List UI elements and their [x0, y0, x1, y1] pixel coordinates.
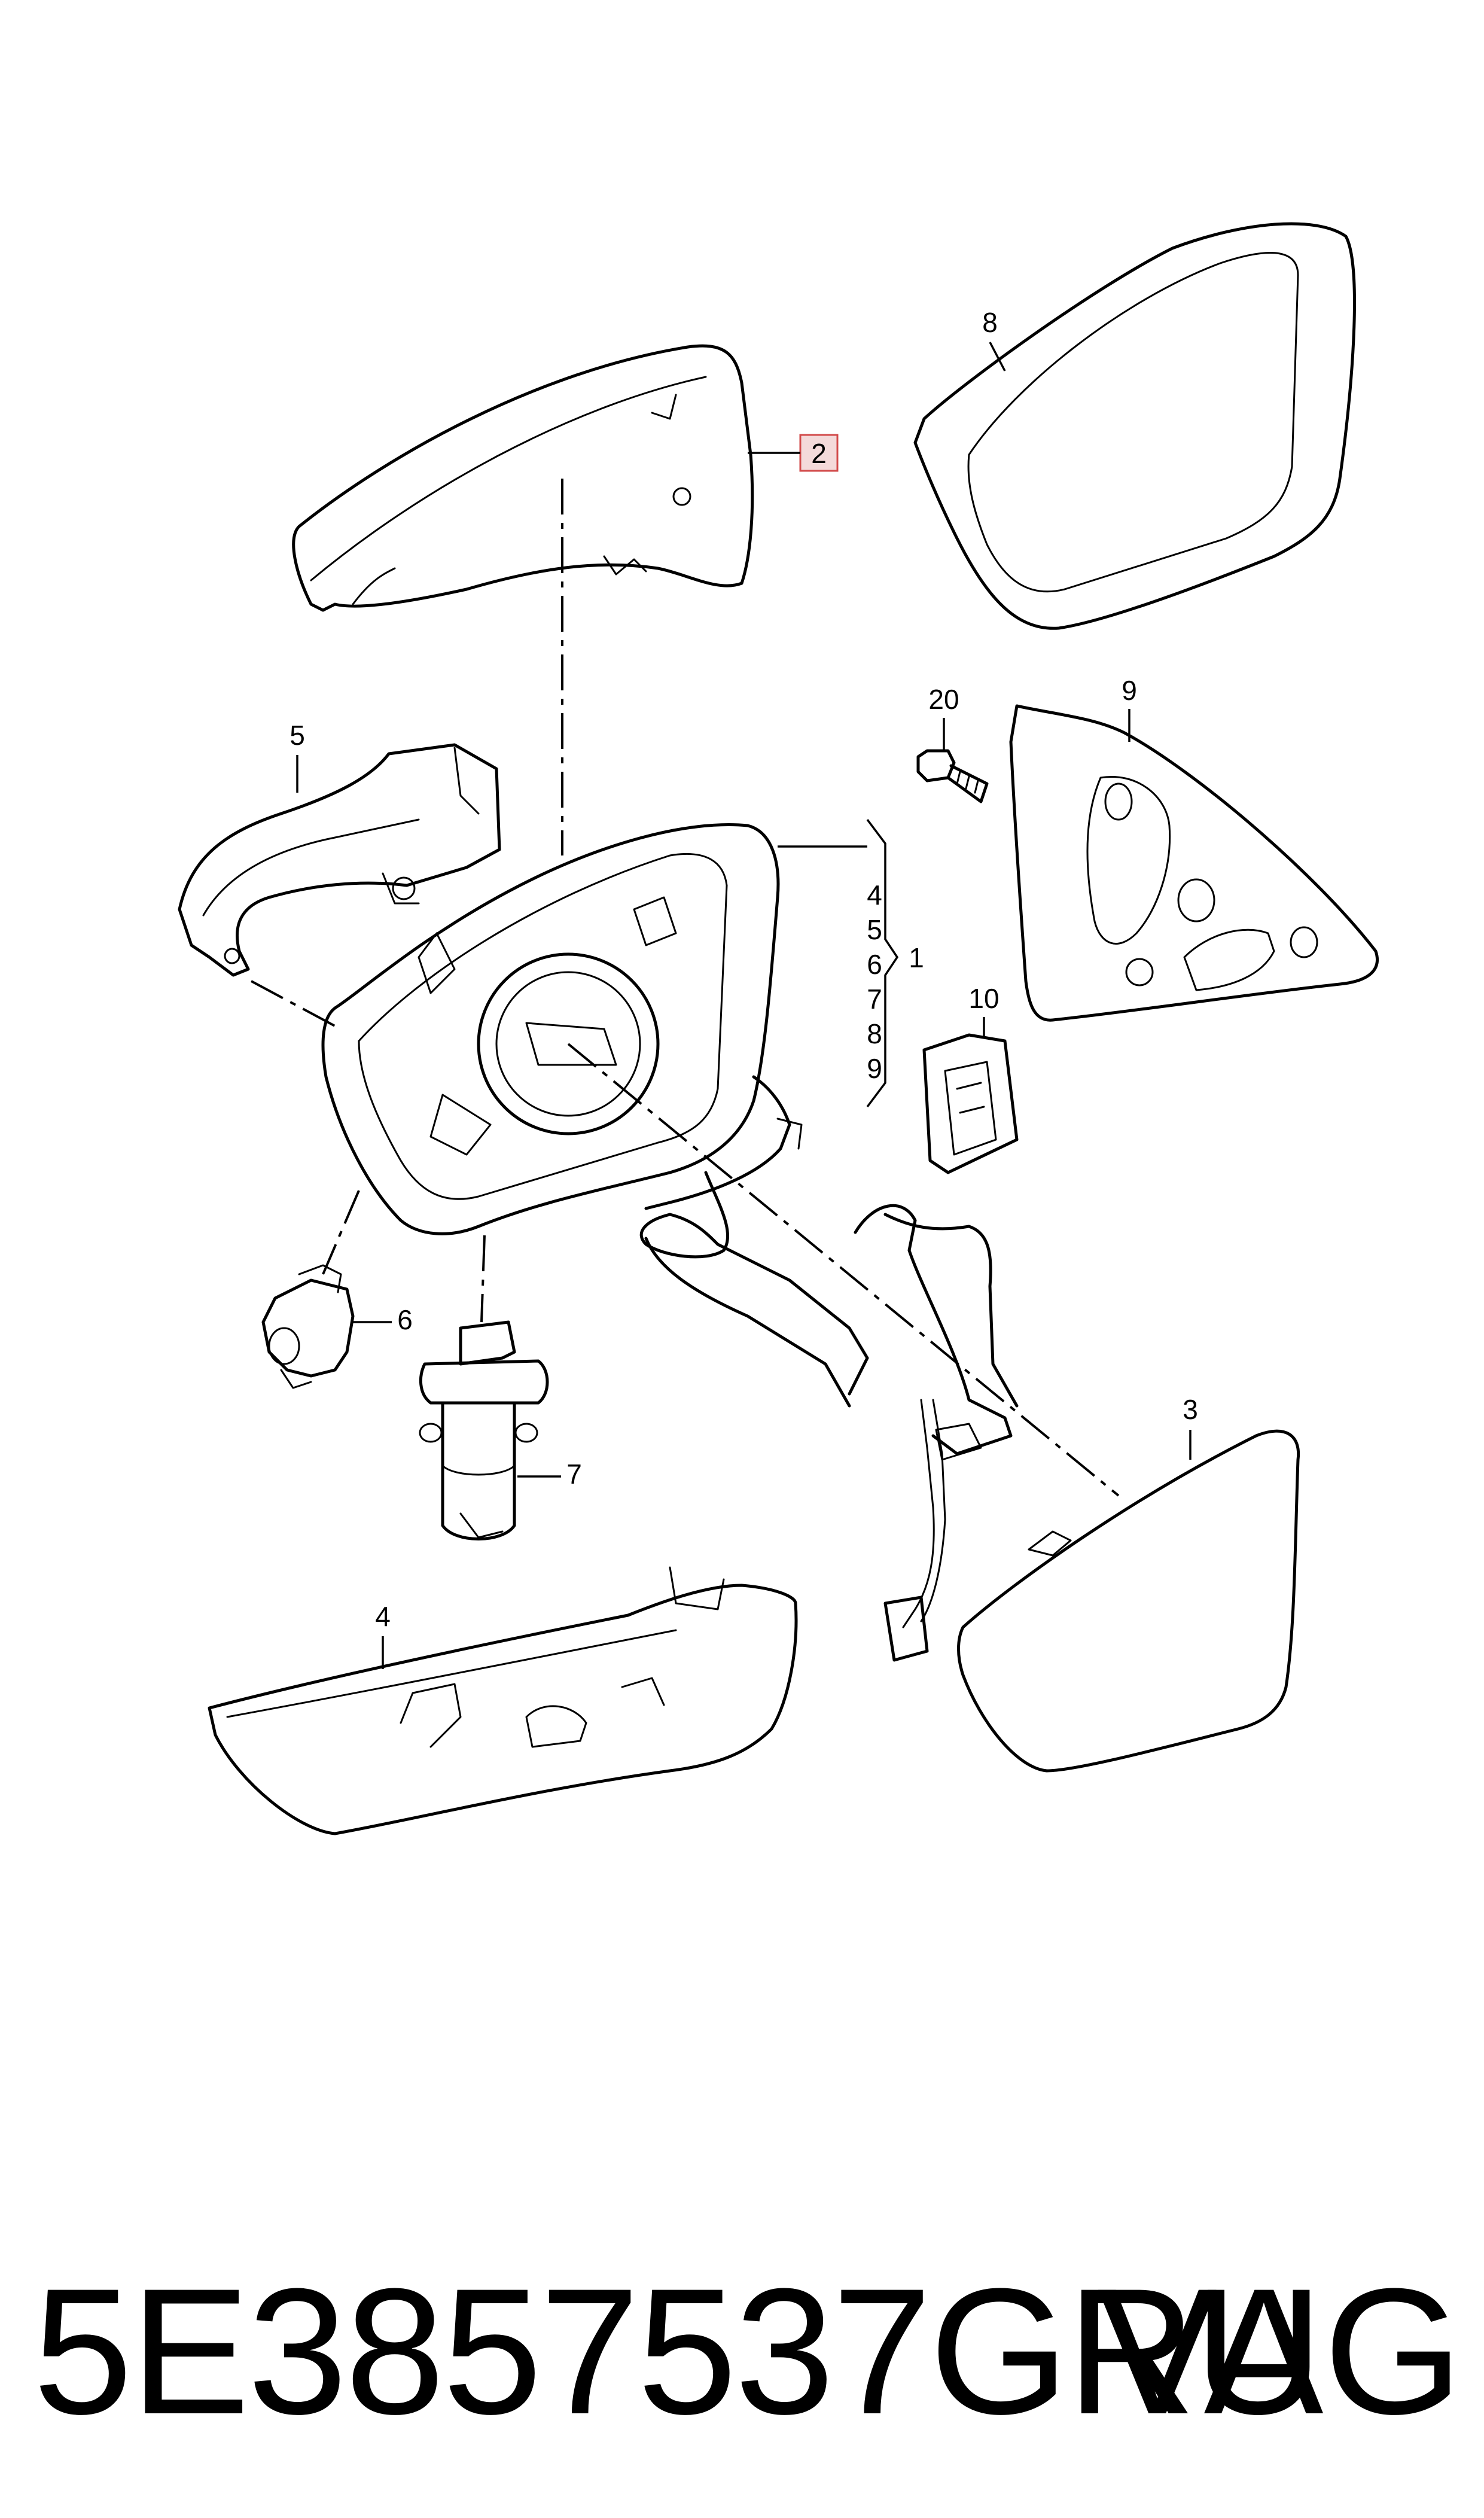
callout-9-label: 9: [1122, 675, 1137, 706]
callout-1-sub-6: 6: [867, 949, 882, 980]
callout-1-sub-5: 5: [867, 914, 882, 945]
part-2-mirror-cap[interactable]: [292, 344, 754, 612]
part-7-axis-line: [480, 1235, 486, 1323]
callout-10-label: 10: [968, 983, 999, 1014]
part-1-mirror-housing[interactable]: [321, 823, 803, 1235]
assembly-axis-glass: [567, 1043, 1120, 1497]
callout-1-label: 1: [909, 942, 924, 973]
callout-1-sub-7: 7: [867, 984, 882, 1015]
exploded-parts-diagram: 2 8 20 9 10 5: [178, 222, 1379, 1835]
part-6-actuator[interactable]: [261, 1264, 355, 1389]
callout-1-sub-4: 4: [867, 879, 882, 911]
callout-2-label: 2: [811, 438, 827, 469]
part-7-motor[interactable]: [419, 1320, 549, 1540]
callout-1-sub-8: 8: [867, 1018, 882, 1049]
callout-8-label: 8: [982, 307, 998, 338]
part-5-bracket[interactable]: [178, 743, 501, 977]
part-10-connector[interactable]: [922, 1033, 1019, 1174]
callout-3-label: 3: [1183, 1394, 1198, 1425]
part-number-text: 5E3857537GRU: [33, 2251, 1324, 2452]
callout-6-label: 6: [397, 1304, 413, 1335]
part-8-mirror-frame[interactable]: [913, 222, 1356, 630]
part-20-screw[interactable]: [916, 749, 989, 803]
callout-4-label: 4: [375, 1601, 391, 1632]
callout-8-leader: [989, 342, 1006, 372]
assembly-axis-bracket: [251, 980, 336, 1027]
callout-1-sub-9: 9: [867, 1053, 882, 1084]
part-3-mirror-glass[interactable]: [957, 1429, 1300, 1773]
callout-7-label: 7: [566, 1459, 582, 1490]
wiring-harness[interactable]: [639, 1171, 1019, 1662]
part-6-axis-line: [322, 1190, 360, 1275]
part-4-lower-housing[interactable]: [208, 1566, 798, 1835]
part-9-base-trim[interactable]: [1009, 704, 1379, 1022]
callout-20-label: 20: [928, 684, 959, 715]
callout-1-brace: [866, 818, 899, 1108]
brand-text: VAG: [1097, 2251, 1463, 2452]
callout-5-label: 5: [290, 720, 305, 751]
